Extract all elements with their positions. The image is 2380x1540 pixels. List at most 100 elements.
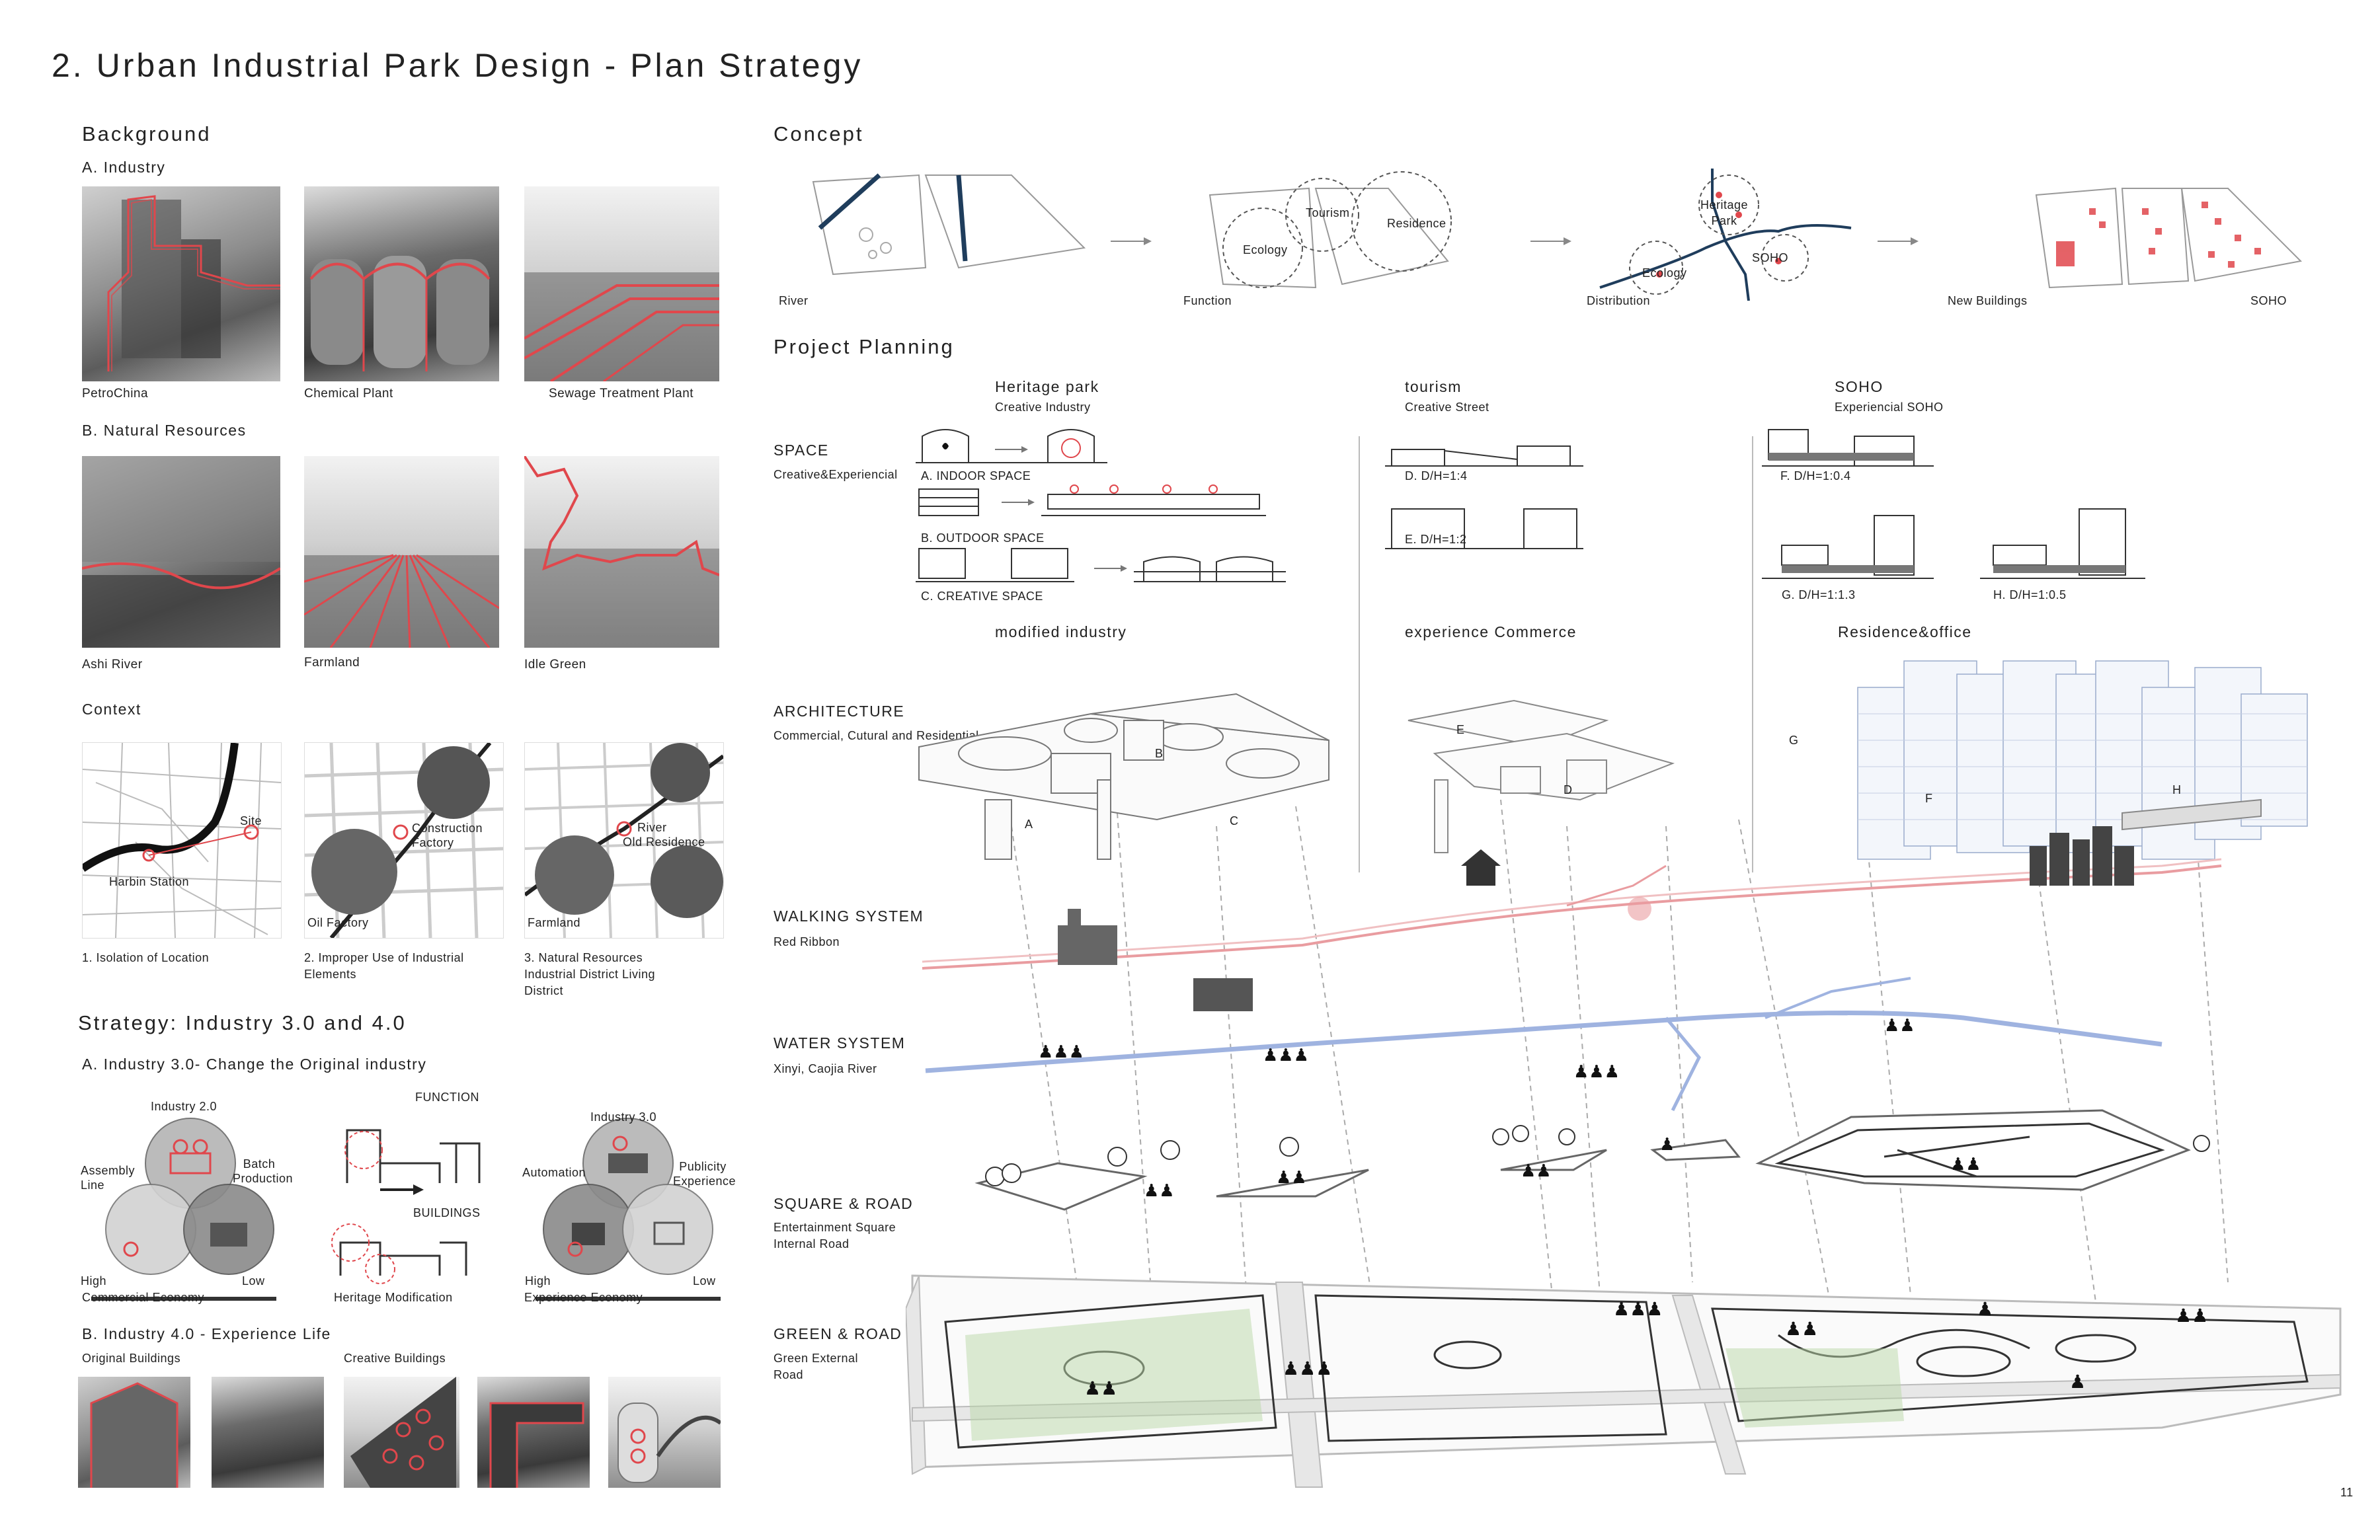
map-label-site: Site [240, 814, 262, 828]
function-label-tourism: Tourism [1306, 206, 1350, 219]
concept-step-river: River [779, 294, 809, 307]
caption-chemical-plant: Chemical Plant [304, 387, 393, 401]
function-label-ecology: Ecology [1243, 243, 1288, 256]
space-sub: Creative&Experiencial [774, 468, 898, 481]
venn1-axis-label: Commercial Economy [82, 1291, 205, 1304]
column-divider-2 [1752, 436, 1753, 872]
column-sub-heritage-park: Creative Industry [995, 401, 1091, 414]
layer-green-sub: Green External Road [774, 1352, 859, 1381]
venn2-scale-low: Low [693, 1274, 716, 1288]
industry-heading: A. Industry [82, 159, 166, 176]
space-item-d: D. D/H=1:4 [1405, 469, 1468, 482]
photo-ashi-river [82, 456, 280, 648]
svg-text:♟♟: ♟♟ [1276, 1167, 1307, 1187]
space-item-c: C. CREATIVE SPACE [921, 590, 1043, 603]
svg-text:♟♟: ♟♟ [1144, 1180, 1175, 1200]
venn1-left-label: Assembly Line [81, 1164, 136, 1192]
industry30-heading: A. Industry 3.0- Change the Original ind… [82, 1056, 427, 1073]
column-title-heritage-park: Heritage park [995, 378, 1099, 395]
column-sub-soho: Experiencial SOHO [1835, 401, 1944, 414]
layer-walking-label: WALKING SYSTEM [774, 907, 924, 925]
column-title-tourism: tourism [1405, 378, 1462, 395]
venn1-top-label: Industry 2.0 [151, 1100, 218, 1113]
arch-header-residence-office: Residence&office [1838, 623, 1972, 640]
venn1-scale-high: High [81, 1274, 107, 1288]
layer-green-label: GREEN & ROAD [774, 1325, 902, 1342]
svg-text:♟♟♟: ♟♟♟ [1263, 1045, 1309, 1065]
layer-walking-sub: Red Ribbon [774, 935, 840, 948]
space-item-g: G. D/H=1:1.3 [1782, 588, 1856, 601]
function-label-residence: Residence [1387, 217, 1447, 230]
arch-letter-a: A [1025, 818, 1033, 831]
map-label-old-residence: Old Residence [623, 835, 705, 849]
layer-square-label: SQUARE & ROAD [774, 1195, 914, 1212]
concept-step-new-buildings: New Buildings [1948, 294, 2028, 307]
photo-creative-building-2 [477, 1377, 590, 1488]
column-divider-1 [1359, 436, 1360, 872]
layer-water-sub: Xinyi, Caojia River [774, 1062, 877, 1075]
venn2-axis-label: Experience Economy [524, 1291, 643, 1304]
map-label-construction-factory: Construction Factory [412, 822, 483, 849]
arch-header-experience-commerce: experience Commerce [1405, 623, 1577, 640]
context-map-location: Site Harbin Station [82, 742, 282, 939]
concept-step-soho: SOHO [2250, 294, 2287, 307]
svg-text:♟♟: ♟♟ [1884, 1015, 1915, 1035]
distribution-label-ecology: Ecology [1642, 266, 1687, 280]
space-item-h: H. D/H=1:0.5 [1993, 588, 2067, 601]
caption-sewage-plant: Sewage Treatment Plant [549, 387, 694, 401]
context-caption-2: 2. Improper Use of Industrial Elements [304, 951, 464, 981]
photo-creative-building-1 [344, 1377, 459, 1488]
svg-text:♟: ♟ [1659, 1134, 1675, 1154]
heritage-modification-caption: Heritage Modification [334, 1291, 453, 1304]
arch-letter-h: H [2172, 783, 2182, 796]
svg-text:♟♟♟: ♟♟♟ [1573, 1061, 1620, 1081]
map-label-harbin-station: Harbin Station [109, 875, 190, 888]
layer-architecture-label: ARCHITECTURE [774, 703, 905, 720]
arch-header-modified-industry: modified industry [995, 623, 1127, 640]
creative-buildings-label: Creative Buildings [344, 1352, 446, 1365]
column-title-soho: SOHO [1835, 378, 1884, 395]
distribution-label-heritage-park: Heritage Park [1700, 198, 1749, 227]
arch-letter-f: F [1925, 792, 1933, 805]
photo-creative-building-3 [608, 1377, 721, 1488]
venn2-left-label: Automation [522, 1166, 586, 1179]
photo-original-building-1 [78, 1377, 190, 1488]
buildings-label: BUILDINGS [413, 1206, 481, 1219]
arch-letter-c: C [1230, 814, 1239, 828]
photo-petrochina [82, 186, 280, 381]
svg-text:♟♟♟: ♟♟♟ [1283, 1358, 1332, 1379]
arch-letter-g: G [1789, 734, 1799, 747]
arch-letter-e: E [1456, 723, 1465, 736]
venn1-right-label: Batch Production [233, 1157, 294, 1185]
map-label-river: River [637, 821, 667, 834]
heritage-space-sections: A. INDOOR SPACE B. OUTDOOR SPACE C. CREA… [916, 423, 1326, 603]
concept-heading: Concept [774, 122, 864, 145]
venn2-right-label: Publicity Experience [673, 1160, 736, 1188]
planning-heading: Project Planning [774, 335, 955, 358]
venn-industry-3: Industry 3.0 Automation Publicity Experi… [522, 1097, 736, 1309]
venn2-scale-high: High [525, 1274, 551, 1288]
layer-water-label: WATER SYSTEM [774, 1034, 906, 1052]
space-item-e: E. D/H=1:2 [1405, 533, 1467, 546]
tourism-space-sections: D. D/H=1:4 E. D/H=1:2 [1385, 436, 1610, 568]
svg-text:♟♟: ♟♟ [1785, 1319, 1818, 1339]
space-label: SPACE [774, 442, 829, 459]
function-label: FUNCTION [415, 1091, 479, 1104]
photo-idle-green [524, 456, 719, 648]
arch-letter-d: D [1564, 783, 1573, 796]
exploded-axonometric: ♟♟♟♟♟♟ ♟♟♟♟♟ ♟♟♟♟♟♟♟♟♟ [904, 648, 2347, 1500]
photo-chemical-plant [304, 186, 499, 381]
original-buildings-label: Original Buildings [82, 1352, 181, 1365]
svg-text:♟♟♟: ♟♟♟ [1038, 1042, 1084, 1061]
svg-text:♟♟: ♟♟ [1084, 1378, 1117, 1399]
page-number: 11 [2340, 1486, 2354, 1499]
concept-step-function: Function [1183, 294, 1232, 307]
concept-step-distribution: Distribution [1587, 294, 1651, 307]
layer-architecture-sub: Commercial, Cutural and Residential [774, 729, 979, 742]
caption-farmland: Farmland [304, 656, 360, 670]
arch-letter-b: B [1155, 747, 1164, 760]
soho-space-sections: F. D/H=1:0.4 G. D/H=1:1.3 H. D/H=1:0.5 [1762, 423, 2238, 608]
caption-idle-green: Idle Green [524, 658, 586, 672]
photo-original-building-2 [212, 1377, 324, 1488]
svg-text:♟: ♟ [2069, 1371, 2086, 1392]
